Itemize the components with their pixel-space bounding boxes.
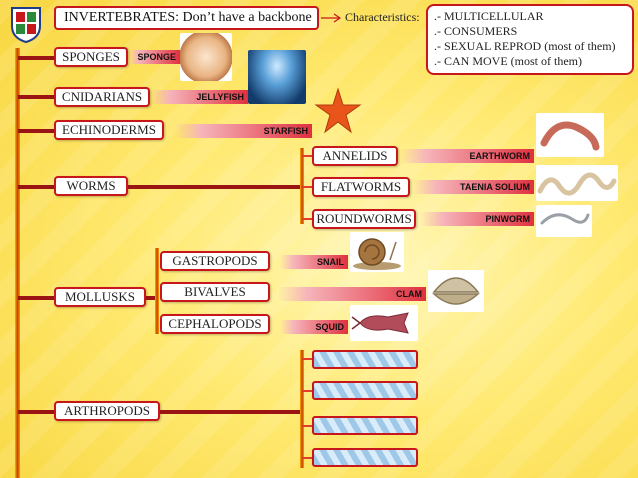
squid-image xyxy=(350,305,418,341)
connector-arthropod-1 xyxy=(302,358,312,360)
connector-cnidarians xyxy=(18,95,54,99)
connector-arthropod-4 xyxy=(302,457,312,459)
arthropods-branch-line xyxy=(300,350,304,468)
example-bar-sponge: SPONGE xyxy=(128,50,180,64)
group-echinoderms: ECHINODERMS xyxy=(54,120,164,140)
characteristic-item: .- CONSUMERS xyxy=(434,24,518,38)
subgroup-cephalopods: CEPHALOPODS xyxy=(160,314,270,334)
example-bar-starfish: STARFISH xyxy=(174,124,312,138)
group-cnidarians: CNIDARIANS xyxy=(54,87,150,107)
taenia-solium-image xyxy=(536,165,618,201)
connector-echinoderms xyxy=(18,129,54,133)
connector-arthropod-3 xyxy=(302,425,312,427)
example-bar-earthworm: EARTHWORM xyxy=(400,149,534,163)
worms-connector xyxy=(128,185,302,189)
subgroup-bivalves: BIVALVES xyxy=(160,282,270,302)
connector-mollusks xyxy=(18,296,54,300)
subgroup-annelids: ANNELIDS xyxy=(312,146,398,166)
subgroup-flatworms: FLATWORMS xyxy=(312,177,410,197)
page-title: INVERTEBRATES: Don’t have a backbone xyxy=(54,6,319,30)
group-arthropods: ARTHROPODS xyxy=(54,401,160,421)
group-worms: WORMS xyxy=(54,176,128,196)
example-bar-snail: SNAIL xyxy=(280,255,348,269)
connector-worms xyxy=(18,185,54,189)
jellyfish-image xyxy=(248,50,306,104)
arthropod-placeholder-tile xyxy=(312,350,418,369)
main-trunk-line xyxy=(15,48,20,478)
sponge-image xyxy=(180,33,232,81)
characteristic-item: .- SEXUAL REPROD (most of them) xyxy=(434,39,616,53)
example-bar-clam: CLAM xyxy=(278,287,426,301)
characteristics-label: Characteristics: xyxy=(345,10,420,24)
connector-flatworms xyxy=(302,186,312,188)
characteristic-item: .- CAN MOVE (most of them) xyxy=(434,54,582,68)
snail-image xyxy=(350,232,404,272)
subgroup-gastropods: GASTROPODS xyxy=(160,251,270,271)
group-sponges: SPONGES xyxy=(54,47,128,67)
subgroup-roundworms: ROUNDWORMS xyxy=(312,209,416,229)
arthropod-placeholder-tile xyxy=(312,416,418,435)
arthropod-placeholder-tile xyxy=(312,381,418,400)
characteristics-box: .- MULTICELLULAR .- CONSUMERS .- SEXUAL … xyxy=(426,4,634,75)
example-bar-jellyfish: JELLYFISH xyxy=(150,90,248,104)
pinworm-image xyxy=(536,205,592,237)
earthworm-image xyxy=(536,113,604,157)
arthropods-connector xyxy=(160,410,302,414)
example-bar-taenia: TAENIA SOLIUM xyxy=(412,180,534,194)
connector-roundworms xyxy=(302,218,312,220)
arrow-right-icon xyxy=(321,13,342,23)
connector-annelids xyxy=(302,155,312,157)
connector-arthropod-2 xyxy=(302,390,312,392)
connector-arthropods xyxy=(18,410,54,414)
example-bar-pinworm: PINWORM xyxy=(420,212,534,226)
connector-sponges xyxy=(18,56,54,60)
starfish-image xyxy=(314,87,362,134)
arthropod-placeholder-tile xyxy=(312,448,418,467)
mollusks-connector xyxy=(146,296,156,300)
group-mollusks: MOLLUSKS xyxy=(54,287,146,307)
clam-image xyxy=(428,270,484,312)
characteristic-item: .- MULTICELLULAR xyxy=(434,9,544,23)
school-crest-logo xyxy=(8,4,44,44)
mollusks-branch-line xyxy=(155,248,159,334)
example-bar-squid: SQUID xyxy=(280,320,348,334)
